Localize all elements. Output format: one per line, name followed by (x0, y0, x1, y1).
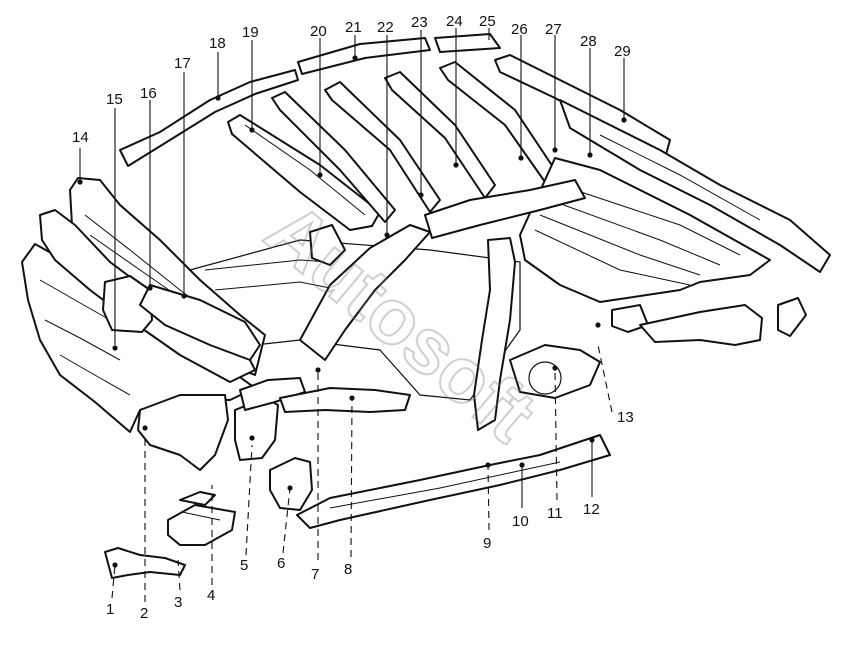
support-bracket (167, 504, 236, 546)
callout-25: 25 (479, 13, 496, 30)
callout-23: 23 (411, 14, 428, 31)
callout-2: 2 (140, 605, 148, 622)
floor-rib (214, 281, 341, 291)
callout-10: 10 (512, 513, 529, 530)
apron-rib (59, 354, 131, 396)
roof-bow-23 (384, 71, 496, 199)
rear-crossmember (424, 179, 586, 239)
callout-17: 17 (174, 55, 191, 72)
rear-floor-rib (559, 184, 741, 256)
roof-bow-20 (271, 91, 396, 223)
callout-14: 14 (72, 129, 89, 146)
callout-16: 16 (140, 85, 157, 102)
callout-19: 19 (242, 24, 259, 41)
callout-28: 28 (580, 33, 597, 50)
rear-corner-panel (777, 297, 807, 337)
callout-7: 7 (311, 566, 319, 583)
rear-floor-rib (549, 199, 721, 266)
callout-22: 22 (377, 19, 394, 36)
rocker-sill (296, 434, 611, 529)
callout-18: 18 (209, 35, 226, 52)
b-pillar (473, 237, 516, 431)
rocker-rib (329, 461, 561, 509)
a-pillar-inner (299, 224, 431, 361)
bracket-flange (179, 491, 216, 506)
callout-21: 21 (345, 19, 362, 36)
callout-9: 9 (483, 535, 491, 552)
leader-lines (79, 28, 625, 602)
callout-11: 11 (547, 505, 563, 522)
sill-front-end (269, 457, 313, 511)
roof-rail-21 (297, 37, 431, 75)
callout-12: 12 (583, 501, 600, 518)
apron-rib (39, 279, 111, 321)
roof-bow-22 (324, 81, 441, 213)
callout-labels: 1 2 3 4 5 6 7 8 9 10 11 12 13 14 15 16 1… (72, 13, 634, 622)
callout-24: 24 (446, 13, 463, 30)
front-side-member (137, 394, 229, 471)
bracket-rib (181, 511, 221, 521)
roof-strip-25 (434, 33, 501, 53)
roof-side-rail-outer (559, 99, 831, 273)
rear-end-panel (639, 304, 763, 346)
callout-20: 20 (310, 23, 327, 40)
callout-6: 6 (277, 555, 285, 572)
cowl-plenum (139, 284, 261, 361)
callout-8: 8 (344, 561, 352, 578)
floor-longitudinal (279, 387, 411, 413)
roof-bow-19-rib (244, 124, 366, 216)
callout-5: 5 (240, 557, 248, 574)
callout-3: 3 (174, 594, 182, 611)
callout-15: 15 (106, 91, 123, 108)
rear-floor-rib (539, 214, 701, 276)
leader-dots (77, 55, 627, 568)
callout-4: 4 (207, 587, 215, 604)
callout-1: 1 (106, 601, 114, 618)
side-rail-rib (599, 134, 761, 221)
a-pillar-reinforcement (309, 224, 346, 266)
callout-27: 27 (545, 21, 562, 38)
apron-rib (44, 319, 121, 361)
windshield-header (119, 69, 299, 167)
rear-floor-rib (534, 229, 691, 286)
rear-quarter-bracket (611, 304, 649, 333)
rear-floor-panel (519, 157, 771, 303)
callout-29: 29 (614, 43, 631, 60)
rear-wheelhouse (509, 344, 601, 399)
wheelhouse-opening (528, 361, 562, 395)
roof-bow-19 (227, 114, 381, 231)
callout-26: 26 (511, 21, 528, 38)
callout-13: 13 (617, 409, 634, 426)
